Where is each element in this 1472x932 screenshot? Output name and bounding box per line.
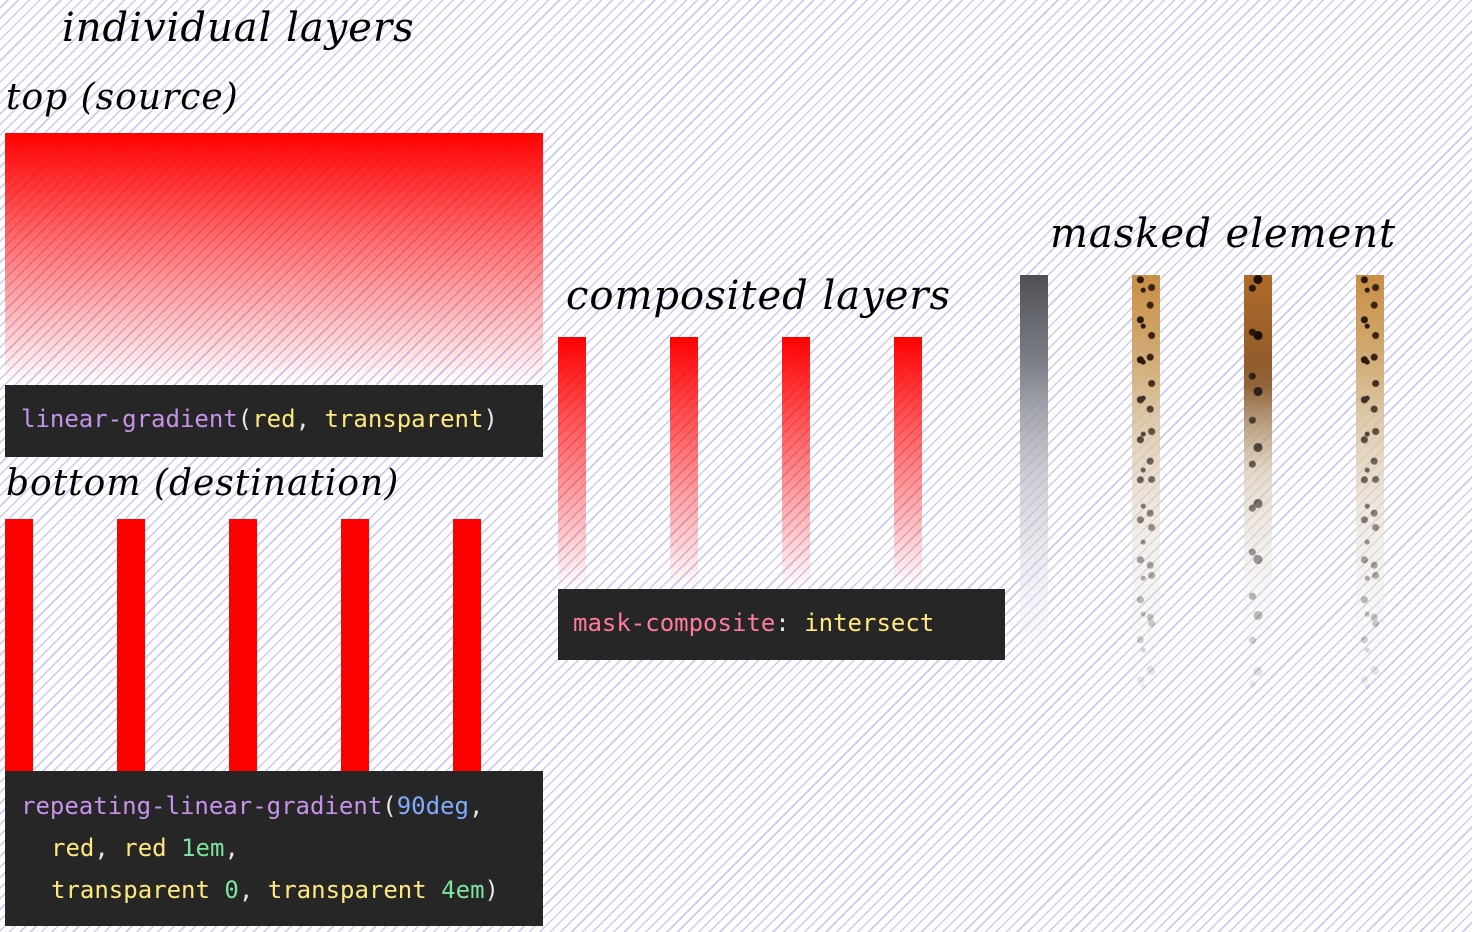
- top-source-gradient: [5, 133, 543, 385]
- code-line-3: transparent 0, transparent 4em): [21, 875, 527, 917]
- code-stop-4em: 4em: [441, 876, 485, 904]
- top-source-label: top (source): [6, 77, 239, 118]
- composited-layers-heading: composited layers: [566, 273, 952, 319]
- code-value: intersect: [804, 609, 935, 637]
- composited-stripes: [558, 337, 1005, 589]
- masked-image-strip: [1356, 275, 1384, 715]
- code-paren-close: ): [483, 405, 498, 433]
- bottom-layer-code: repeating-linear-gradient(90deg, red, re…: [5, 771, 543, 926]
- code-separator: ,: [94, 834, 124, 862]
- code-angle: 90deg: [396, 792, 469, 820]
- individual-layers-heading: individual layers: [62, 5, 415, 51]
- code-line-2: red, red 1em,: [21, 833, 527, 875]
- composited-bar: [670, 337, 698, 589]
- code-paren-open: (: [382, 792, 397, 820]
- code-function: linear-gradient: [21, 405, 238, 433]
- code-paren-close: ): [484, 876, 499, 904]
- code-property: mask-composite: [573, 609, 776, 637]
- masked-image-strip: [1132, 275, 1160, 715]
- code-function: repeating-linear-gradient: [21, 792, 383, 820]
- code-paren-open: (: [237, 405, 253, 433]
- code-keyword-red: red: [51, 834, 95, 862]
- composited-bar: [782, 337, 810, 589]
- composited-bar: [558, 337, 586, 589]
- code-colon: :: [775, 609, 805, 637]
- masked-image-strip: [1244, 275, 1272, 715]
- code-comma: ,: [468, 792, 484, 820]
- masked-element-image: [1020, 275, 1460, 715]
- code-keyword-red: red: [252, 405, 296, 433]
- masked-element-heading: masked element: [1050, 211, 1397, 257]
- code-line-1: repeating-linear-gradient(90deg,: [21, 791, 527, 833]
- top-layer-code: linear-gradient(red, transparent): [5, 385, 543, 457]
- code-comma: ,: [224, 834, 239, 862]
- composite-code: mask-composite: intersect: [558, 589, 1005, 660]
- bottom-destination-label: bottom (destination): [6, 463, 400, 504]
- code-keyword-transparent: transparent: [267, 876, 427, 904]
- code-stop-1em: 1em: [181, 834, 225, 862]
- code-stop-0: 0: [224, 876, 239, 904]
- code-separator: ,: [238, 876, 268, 904]
- code-keyword-transparent: transparent: [324, 405, 484, 433]
- code-keyword-red: red: [123, 834, 167, 862]
- code-keyword-transparent: transparent: [51, 876, 210, 904]
- code-separator: ,: [295, 405, 325, 433]
- composited-bar: [894, 337, 922, 589]
- bottom-destination-stripes: [5, 519, 543, 771]
- masked-image-strip: [1020, 275, 1048, 715]
